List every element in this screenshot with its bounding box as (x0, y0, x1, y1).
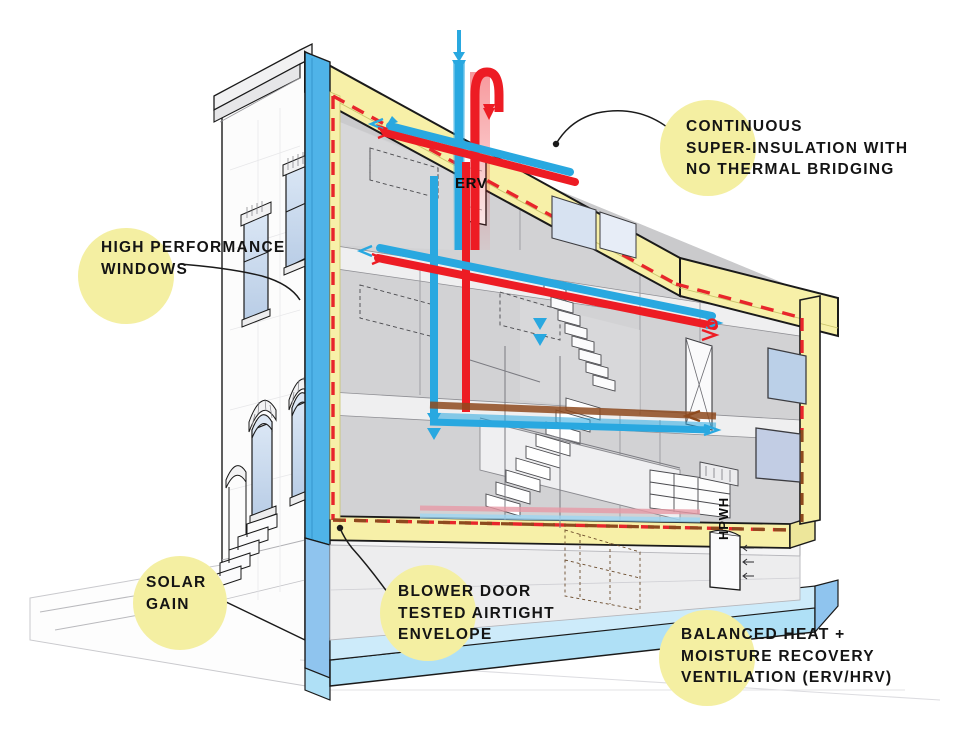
callout-text-blower-door: BLOWER DOOR TESTED AIRTIGHT ENVELOPE (398, 583, 555, 643)
hpwh-label: HPWH (716, 497, 731, 540)
airtight-envelope-line-lower (332, 430, 804, 532)
highlight-blob (660, 100, 756, 196)
highlight-blob (133, 556, 227, 650)
callout-text-super-insulation: CONTINUOUS SUPER-INSULATION WITH NO THER… (686, 118, 909, 178)
stair-run-basement (564, 529, 641, 611)
exterior-window-right-upper (767, 347, 807, 405)
facade-window-arched-left (248, 398, 277, 525)
ductwork-basement (419, 505, 701, 523)
ductwork-lower-floor (427, 401, 722, 440)
exterior-window-right-lower (755, 427, 801, 483)
highlight-blob (659, 610, 755, 706)
interior-door-right (685, 337, 713, 431)
interior-window-upper (551, 195, 637, 259)
ductwork-middle-floor (356, 244, 724, 342)
callout-leaders (179, 110, 673, 597)
highlight-blob (380, 565, 476, 661)
street-facade (213, 42, 313, 642)
facade-window-upper-left (240, 201, 272, 328)
stair-duct-arrow (533, 318, 547, 346)
ductwork-top-floor (367, 116, 579, 425)
callout-text-balanced-ventilation: BALANCED HEAT + MOISTURE RECOVERY VENTIL… (681, 626, 893, 686)
callout-text-solar-gain: SOLAR GAIN (146, 574, 207, 613)
erv-label-wrap: ERV (455, 175, 487, 192)
kitchen-casework (649, 461, 739, 519)
hpwh-label-wrap: HPWH (716, 497, 731, 540)
stair-run-upper (543, 283, 616, 392)
stair-run-main (479, 397, 681, 521)
highlight-blob (78, 228, 174, 324)
hpwh-unit (709, 529, 754, 591)
callout-text-high-performance-windows: HIGH PERFORMANCE WINDOWS (101, 239, 286, 278)
erv-label: ERV (455, 175, 488, 192)
